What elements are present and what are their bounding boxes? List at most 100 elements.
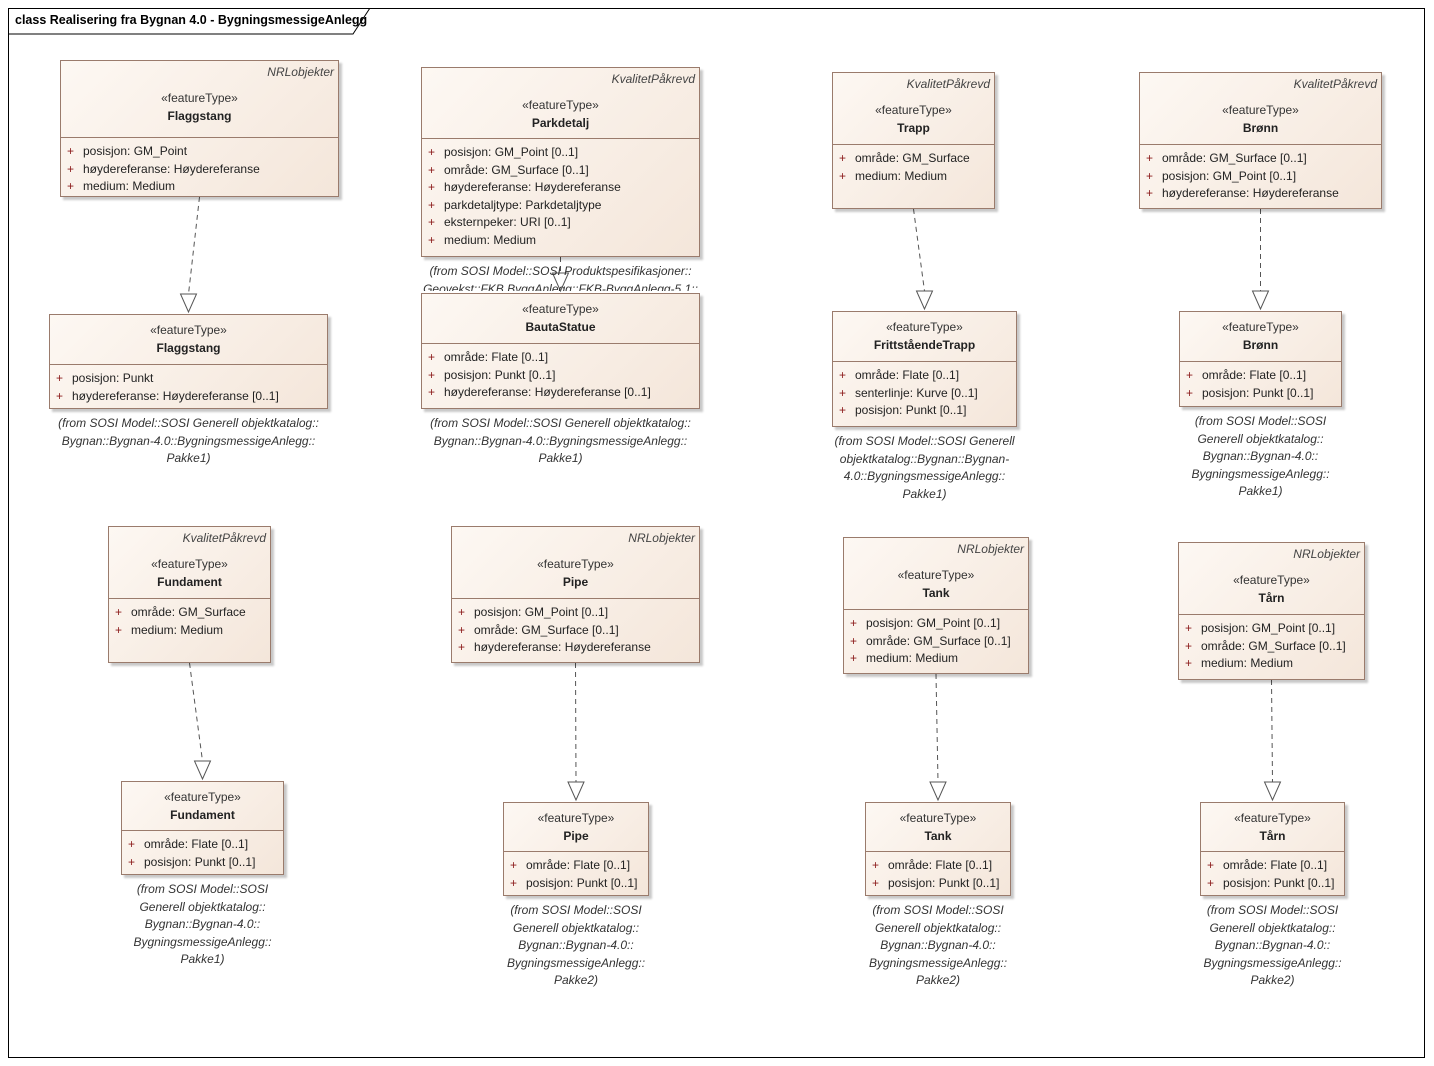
attribute-row: +posisjon: GM_Point — [61, 143, 338, 161]
class-box-fundament-src[interactable]: KvalitetPåkrevd«featureType»Fundament+om… — [108, 526, 271, 663]
attribute-list: +posisjon: GM_Point [0..1]+område: GM_Su… — [452, 599, 699, 657]
note-line: Pakke1) — [1238, 484, 1283, 499]
attribute-list: +posisjon: GM_Point [0..1]+område: GM_Su… — [1179, 615, 1364, 673]
attribute-row: +område: Flate [0..1] — [866, 857, 1010, 875]
realization-arrow[interactable] — [1251, 209, 1270, 311]
public-visibility-icon: + — [839, 151, 847, 165]
attribute-row: +område: GM_Surface [0..1] — [1179, 638, 1364, 656]
class-name: Pipe — [563, 829, 589, 843]
class-box-flaggstang-tgt[interactable]: «featureType»Flaggstang+posisjon: Punkt+… — [49, 314, 328, 409]
note-line: Bygnan::Bygnan-4.0:: — [880, 938, 996, 953]
realization-arrow[interactable] — [179, 196, 200, 314]
class-box-fundament-tgt[interactable]: «featureType»Fundament + område: Flate [0.… — [121, 781, 284, 875]
attribute-text: posisjon: Punkt [0..1] — [888, 875, 1000, 890]
public-visibility-icon: + — [839, 385, 847, 400]
package-label: KvalitetPåkrevd — [611, 72, 695, 86]
realization-arrow[interactable] — [567, 662, 585, 802]
realization-arrow[interactable] — [1263, 679, 1282, 802]
attribute-text: område: Flate [0..1] — [526, 858, 631, 872]
attribute-text: posisjon: Punkt [0..1] — [1223, 875, 1335, 890]
public-visibility-icon: + — [850, 633, 858, 648]
stereotype-label: «featureType» — [522, 98, 599, 112]
public-visibility-icon: + — [872, 875, 880, 890]
attribute-text: område: Flate [0..1] — [1202, 368, 1307, 382]
public-visibility-icon: + — [1207, 858, 1215, 872]
stereotype-label: «featureType» — [151, 557, 228, 571]
attribute-text: posisjon: GM_Point [0..1] — [1162, 168, 1297, 183]
public-visibility-icon: + — [428, 385, 436, 400]
hollow-triangle-arrowhead-icon — [567, 781, 585, 802]
public-visibility-icon: + — [128, 837, 136, 851]
public-visibility-icon: + — [1186, 385, 1194, 400]
attribute-row: +medium: Medium — [844, 650, 1028, 668]
class-box-bautastatue[interactable]: «featureType»BautaStatue+område: Flate [… — [421, 293, 700, 409]
attribute-row: +posisjon: Punkt [0..1] — [1201, 875, 1344, 893]
class-header: «featureType»BautaStatue — [422, 294, 699, 344]
realization-arrow[interactable] — [551, 257, 570, 293]
realization-arrow[interactable] — [189, 662, 212, 781]
attribute-row: +høydereferanse: Høydereferanse — [61, 161, 338, 179]
class-box-tank-tgt[interactable]: «featureType»Tank+område: Flate [0..1]+p… — [865, 802, 1011, 896]
note-line: Pakke1) — [538, 451, 583, 466]
attribute-text: parkdetaljtype: Parkdetaljtype — [444, 197, 602, 212]
attribute-row: +eksternpeker: URI [0..1] — [422, 214, 699, 232]
attribute-row: +posisjon: GM_Point [0..1] — [844, 615, 1028, 633]
hollow-triangle-arrowhead-icon — [929, 781, 947, 802]
attribute-row: +høydereferanse: Høydereferanse — [422, 179, 699, 197]
class-box-tarn-src[interactable]: NRLobjekter«featureType»Tårn+posisjon: G… — [1178, 542, 1365, 680]
public-visibility-icon: + — [67, 144, 75, 158]
note-line: Pakke2) — [915, 973, 961, 988]
note-line: (from SOSI Model::SOSI Generell — [834, 434, 1015, 448]
class-box-pipe-tgt[interactable]: «featureType»Pipe+område: Flate [0..1]+p… — [503, 802, 649, 896]
class-box-bronn-tgt[interactable]: «featureType»Brønn+område: Flate [0..1]+… — [1179, 311, 1342, 407]
package-label: KvalitetPåkrevd — [1293, 77, 1377, 91]
class-box-frittstaendetrapp[interactable]: «featureType»FrittståendeTrapp+område: F… — [832, 311, 1017, 427]
class-box-flaggstang-src[interactable]: NRLobjekter«featureType»Flaggstang+posis… — [60, 60, 339, 197]
package-label: KvalitetPåkrevd — [182, 531, 266, 545]
class-header: KvalitetPåkrevd«featureType»Parkdetalj — [422, 68, 699, 139]
attribute-text: område: Flate [0..1] — [144, 837, 249, 851]
hollow-triangle-arrowhead-icon — [1263, 781, 1282, 802]
public-visibility-icon: + — [458, 622, 466, 637]
note-line: Pakke2) — [1250, 973, 1295, 988]
class-box-trapp[interactable]: KvalitetPåkrevd«featureType»Trapp+område… — [832, 72, 995, 209]
class-header: NRLobjekter«featureType»Tårn — [1179, 543, 1364, 615]
attribute-row: + posisjon: Punkt [0..1] — [866, 875, 1010, 893]
class-box-tank-src[interactable]: NRLobjekter«featureType»Tank+posisjon: G… — [843, 537, 1029, 674]
public-visibility-icon: + — [56, 388, 64, 403]
attribute-row: +medium: Medium — [422, 232, 699, 250]
package-label: NRLobjekter — [957, 542, 1024, 556]
class-box-pipe-src[interactable]: NRLobjekter«featureType»Pipe+posisjon: G… — [451, 526, 700, 663]
note-line: BygningsmessigeAnlegg:: — [1191, 466, 1330, 481]
realization-arrow[interactable] — [929, 673, 947, 802]
attribute-row: +medium: Medium — [833, 168, 994, 186]
public-visibility-icon: + — [428, 215, 436, 230]
attribute-row: +posisjon: Punkt [0..1] — [1180, 385, 1341, 403]
public-visibility-icon: + — [458, 605, 466, 619]
attribute-row: +område: GM_Surface [0..1] — [452, 622, 699, 640]
note-line: Generell objektkatalog:: — [874, 920, 1002, 935]
attribute-text: posisjon: Punkt — [72, 371, 154, 385]
note-line: Pakke2) — [553, 973, 599, 988]
public-visibility-icon: + — [115, 622, 123, 637]
attribute-list: +posisjon: GM_Point [0..1]+område: GM_Su… — [422, 139, 699, 250]
stereotype-label: «featureType» — [886, 320, 963, 334]
note-line: Bygnan::Bygnan-4.0::BygningsmessigeAnleg… — [433, 433, 688, 448]
package-note: (from SOSI Model::SOSI Generell objektka… — [0, 415, 389, 468]
class-box-tarn-tgt[interactable]: «featureType»Tårn+område: Flate [0..1]+p… — [1200, 802, 1345, 896]
class-header: «featureType»Fundament — [122, 782, 283, 831]
class-box-bronn-src[interactable]: KvalitetPåkrevd«featureType»Brønn+område… — [1139, 72, 1382, 209]
class-box-parkdetalj[interactable]: KvalitetPåkrevd«featureType»Parkdetalj+p… — [421, 67, 700, 257]
public-visibility-icon: + — [1146, 168, 1154, 183]
stereotype-label: «featureType» — [522, 302, 599, 316]
realization-arrow[interactable] — [913, 208, 934, 311]
attribute-text: senterlinje: Kurve [0..1] — [855, 385, 978, 400]
attribute-row: +område: GM_Surface — [109, 604, 270, 622]
class-header: «featureType»FrittståendeTrapp — [833, 312, 1016, 362]
attribute-row: + posisjon: GM_Point [0..1] — [1140, 168, 1381, 186]
